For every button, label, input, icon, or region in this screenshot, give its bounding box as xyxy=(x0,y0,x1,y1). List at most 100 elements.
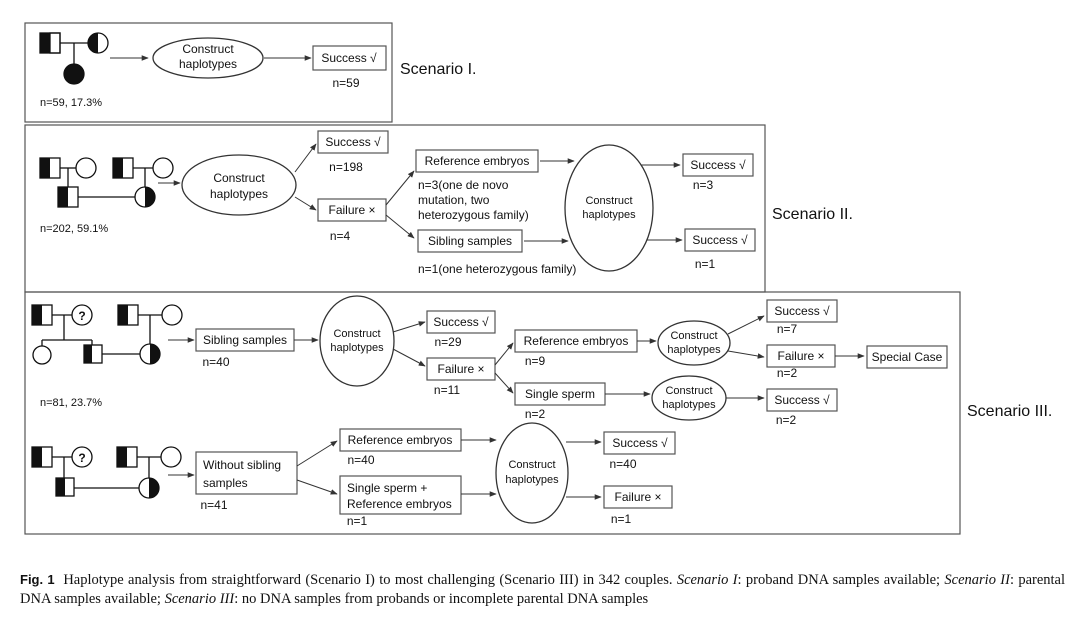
construct-label-line1: Construct xyxy=(182,42,234,56)
pedigree-scenario-3b-right xyxy=(74,446,182,499)
success-box xyxy=(766,388,838,412)
failure-label: Failure × xyxy=(614,490,661,504)
failure-count: n=2 xyxy=(777,366,798,380)
without-sibling-count: n=41 xyxy=(200,498,227,512)
construct-label-line2: haplotypes xyxy=(667,344,721,356)
success-label: Success √ xyxy=(692,233,748,247)
construct-label-line1: Construct xyxy=(213,171,265,185)
success-box xyxy=(684,228,756,252)
without-sibling-label-line2: samples xyxy=(203,476,248,490)
scenario-2-panel: n=202, 59.1% Construct haplotypes Succes… xyxy=(24,124,853,293)
single-sperm-label: Single sperm xyxy=(525,387,595,401)
sperm-reference-label-line2: Reference embryos xyxy=(347,497,452,511)
sibling-samples-box xyxy=(417,229,523,253)
reference-embryos-box xyxy=(415,149,539,173)
pedigree-scenario-3a-left: ? xyxy=(31,304,103,365)
caption-scenario-3: Scenario III xyxy=(164,591,235,607)
success-label: Success √ xyxy=(325,135,381,149)
sibling-count: n=40 xyxy=(202,355,229,369)
success-box xyxy=(682,153,754,177)
failure-label: Failure × xyxy=(328,203,375,217)
failure-box xyxy=(317,198,387,222)
construct-label-line2: haplotypes xyxy=(330,342,384,354)
haplotype-flow-diagram: n=59, 17.3% Construct haplotypes Success… xyxy=(24,22,1052,535)
sibling-samples-label: Sibling samples xyxy=(428,234,512,248)
construct-label-line2: haplotypes xyxy=(210,187,268,201)
scenario-3-label: Scenario III. xyxy=(967,403,1052,420)
success-label: Success √ xyxy=(321,51,377,65)
construct-haplotypes-node xyxy=(495,422,569,524)
caption-text-1: Haplotype analysis from straightforward … xyxy=(63,572,677,588)
success-box xyxy=(317,130,389,154)
construct-label-line1: Construct xyxy=(508,459,555,471)
sibling-note: n=1(one heterozygous family) xyxy=(418,262,576,276)
failure-count: n=4 xyxy=(330,229,351,243)
sperm-reference-box xyxy=(339,475,462,515)
success-label: Success √ xyxy=(774,304,830,318)
scenario-2-frame xyxy=(24,124,766,293)
success-count: n=1 xyxy=(695,257,716,271)
pedigree-scenario-2-right xyxy=(78,157,174,208)
pedigree-scenario-3b-left: ? xyxy=(31,446,93,497)
caption-text-4: : no DNA samples from probands or incomp… xyxy=(234,591,649,607)
scenario-1-frame xyxy=(24,22,393,123)
construct-label-line2: haplotypes xyxy=(505,474,559,486)
construct-label-line1: Construct xyxy=(670,330,717,342)
success-count: n=2 xyxy=(776,413,797,427)
construct-label-line1: Construct xyxy=(585,195,632,207)
success-count: n=40 xyxy=(609,457,636,471)
success-label: Success √ xyxy=(433,315,489,329)
success-count: n=59 xyxy=(332,76,359,90)
pedigree-scenario-3a-right xyxy=(102,304,183,365)
special-case-box xyxy=(866,345,948,369)
scenario-1-count: n=59, 17.3% xyxy=(40,97,102,109)
unknown-parent-marker: ? xyxy=(78,451,85,465)
scenario-3a-count: n=81, 23.7% xyxy=(40,397,102,409)
scenario-3-panel: ? n=81, 23.7% Sibling samples n=40 Const… xyxy=(24,291,1052,535)
scenario-3-frame xyxy=(24,291,961,535)
scenario-1-panel: n=59, 17.3% Construct haplotypes Success… xyxy=(24,22,476,123)
scenario-2-count: n=202, 59.1% xyxy=(40,223,108,235)
reference-embryos-label: Reference embryos xyxy=(524,334,629,348)
sperm-count: n=2 xyxy=(525,407,546,421)
success-count: n=3 xyxy=(693,178,714,192)
caption-scenario-2: Scenario II xyxy=(944,572,1010,588)
construct-haplotypes-node xyxy=(319,295,395,387)
failure-count: n=1 xyxy=(611,512,632,526)
special-case-label: Special Case xyxy=(872,350,943,364)
reference-note-line2: mutation, two xyxy=(418,193,490,207)
pedigree-scenario-1 xyxy=(39,32,109,85)
reference-count: n=9 xyxy=(525,354,546,368)
success-count: n=29 xyxy=(434,335,461,349)
failure-label: Failure × xyxy=(777,349,824,363)
reference-embryos-label: Reference embryos xyxy=(348,433,453,447)
construct-haplotypes-node xyxy=(657,320,731,366)
construct-haplotypes-node xyxy=(181,154,297,216)
construct-label-line1: Construct xyxy=(665,385,712,397)
scenario-1-label: Scenario I. xyxy=(400,61,476,78)
reference-note-line3: heterozygous family) xyxy=(418,208,529,222)
sperm-reference-count: n=1 xyxy=(347,514,368,528)
success-label: Success √ xyxy=(612,436,668,450)
caption-scenario-1: Scenario I xyxy=(676,572,738,588)
construct-haplotypes-node xyxy=(152,37,264,79)
unknown-parent-marker: ? xyxy=(78,309,85,323)
success-label: Success √ xyxy=(690,158,746,172)
sibling-samples-label: Sibling samples xyxy=(203,333,287,347)
without-sibling-box xyxy=(195,451,298,495)
success-box xyxy=(603,431,676,455)
reference-embryos-label: Reference embryos xyxy=(425,154,530,168)
failure-count: n=11 xyxy=(434,383,460,397)
sperm-reference-label-line1: Single sperm + xyxy=(347,481,427,495)
success-box xyxy=(426,310,496,334)
construct-label-line2: haplotypes xyxy=(582,209,636,221)
failure-box xyxy=(603,485,673,509)
caption-text-2: : proband DNA samples available; xyxy=(737,572,945,588)
construct-haplotypes-node xyxy=(651,375,727,421)
pedigree-scenario-2-left xyxy=(39,157,97,208)
construct-label-line2: haplotypes xyxy=(662,399,716,411)
scenario-2-label: Scenario II. xyxy=(772,206,853,223)
figure-number: Fig. 1 xyxy=(20,572,55,587)
construct-label-line2: haplotypes xyxy=(179,57,237,71)
construct-haplotypes-node xyxy=(564,144,654,272)
